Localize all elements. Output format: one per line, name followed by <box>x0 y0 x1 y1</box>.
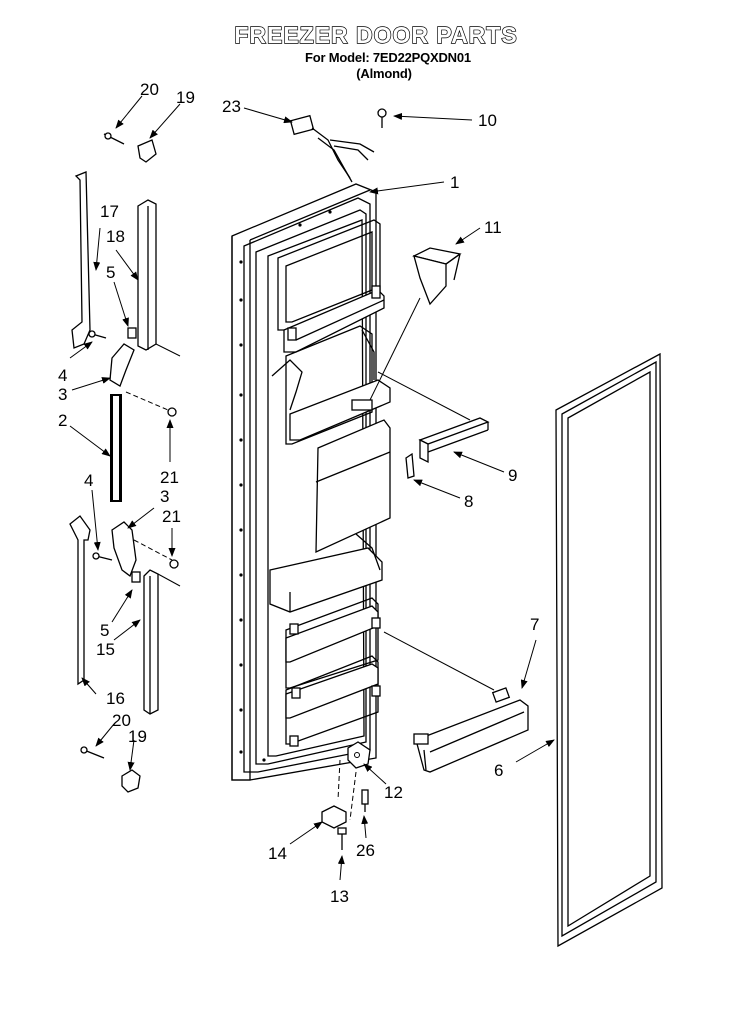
callout-14: 14 <box>268 844 287 863</box>
callout-21-top: 21 <box>160 468 179 487</box>
lower-door-shelves <box>269 533 383 747</box>
ice-chute-part <box>369 247 462 401</box>
color-variant: (Almond) <box>356 66 412 81</box>
callout-6: 6 <box>494 761 503 780</box>
wire-harness-part <box>289 114 375 183</box>
callout-11: 11 <box>484 218 502 237</box>
trim-parts <box>377 371 490 479</box>
callout-1: 1 <box>450 173 459 192</box>
callout-8: 8 <box>464 492 473 511</box>
callout-26: 26 <box>356 841 375 860</box>
callout-19-bottom: 19 <box>128 727 147 746</box>
callout-19-top: 19 <box>176 88 195 107</box>
callout-4-top: 4 <box>58 366 67 385</box>
callout-16: 16 <box>106 689 125 708</box>
page-title: FREEZER DOOR PARTS <box>234 21 518 48</box>
callout-3-top: 3 <box>58 385 67 404</box>
callout-5-top: 5 <box>106 263 115 282</box>
screw-part-10 <box>377 108 387 128</box>
callout-15: 15 <box>96 640 115 659</box>
left-hinge-assembly <box>69 132 181 793</box>
callout-18: 18 <box>106 227 125 246</box>
callout-7: 7 <box>530 615 539 634</box>
callout-10: 10 <box>478 111 497 130</box>
callout-20-top: 20 <box>140 80 159 99</box>
callout-9: 9 <box>508 466 517 485</box>
callout-5-bottom: 5 <box>100 621 109 640</box>
door-gasket-part <box>555 352 663 948</box>
callout-20-bottom: 20 <box>112 711 131 730</box>
model-number: For Model: 7ED22PQXDN01 <box>305 50 471 65</box>
callout-3-bottom: 3 <box>160 487 169 506</box>
door-bin-part <box>383 631 529 773</box>
callout-13: 13 <box>330 887 349 906</box>
callout-21-bottom: 21 <box>162 507 181 526</box>
door-side-holes <box>239 210 332 762</box>
callout-4-bottom: 4 <box>84 471 93 490</box>
callout-12: 12 <box>384 783 403 802</box>
callout-2: 2 <box>58 411 67 430</box>
leader-lines <box>69 95 555 881</box>
callout-labels: 1 10 23 11 9 8 7 6 12 26 13 14 20 19 17 … <box>58 80 539 906</box>
callout-17: 17 <box>100 202 119 221</box>
callout-23: 23 <box>222 97 241 116</box>
upper-door-shelves <box>271 219 391 554</box>
